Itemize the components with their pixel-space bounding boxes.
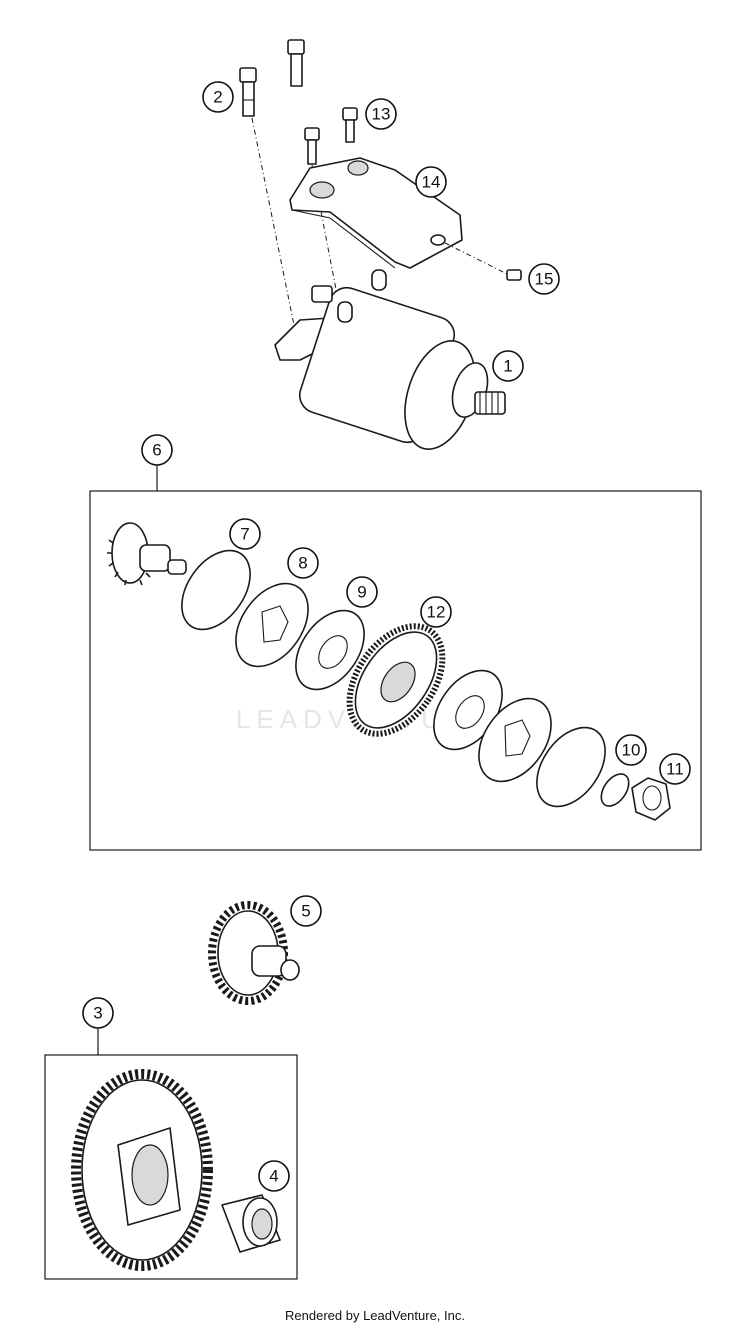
washer-part-7b[interactable] xyxy=(523,715,619,819)
idler-gear-part-5[interactable] xyxy=(208,901,300,1005)
starter-gear-part-3[interactable] xyxy=(71,1069,213,1271)
bolt-part-13b[interactable] xyxy=(304,127,320,165)
callout-4[interactable]: 4 xyxy=(258,1160,290,1192)
callout-15[interactable]: 15 xyxy=(528,263,560,295)
bolt-part-2b[interactable] xyxy=(287,39,305,87)
ring-part-10[interactable] xyxy=(596,769,635,811)
starter-motor-part-1[interactable] xyxy=(274,269,506,458)
group-box-6 xyxy=(89,490,702,851)
bolt-part-13[interactable] xyxy=(342,107,358,143)
svg-text:11: 11 xyxy=(666,760,684,779)
bolt-part-2[interactable] xyxy=(239,67,257,117)
svg-text:12: 12 xyxy=(427,603,446,622)
callout-1[interactable]: 1 xyxy=(492,350,524,382)
starter-motor-group xyxy=(239,39,522,458)
svg-text:7: 7 xyxy=(240,525,249,544)
svg-text:2: 2 xyxy=(213,88,222,107)
callout-9[interactable]: 9 xyxy=(346,576,378,608)
footer-credit: Rendered by LeadVenture, Inc. xyxy=(285,1308,465,1323)
svg-text:3: 3 xyxy=(93,1004,102,1023)
needle-bearing-part-4[interactable] xyxy=(221,1194,281,1253)
svg-text:15: 15 xyxy=(535,270,554,289)
svg-text:10: 10 xyxy=(622,741,641,760)
svg-text:14: 14 xyxy=(422,173,441,192)
svg-text:5: 5 xyxy=(301,902,310,921)
starter-drive-part[interactable] xyxy=(107,522,187,586)
callout-12[interactable]: 12 xyxy=(420,596,452,628)
callout-2[interactable]: 2 xyxy=(202,81,234,113)
svg-text:9: 9 xyxy=(357,583,366,602)
svg-text:4: 4 xyxy=(269,1167,278,1186)
callout-13[interactable]: 13 xyxy=(365,98,397,130)
svg-text:6: 6 xyxy=(152,441,161,460)
svg-text:1: 1 xyxy=(503,357,512,376)
callout-11[interactable]: 11 xyxy=(659,753,691,785)
callout-14[interactable]: 14 xyxy=(415,166,447,198)
washer-part-7[interactable] xyxy=(168,538,264,642)
washer-part-9[interactable] xyxy=(282,598,378,702)
callout-5[interactable]: 5 xyxy=(290,895,322,927)
svg-text:8: 8 xyxy=(298,554,307,573)
washer-part-8[interactable] xyxy=(221,570,323,680)
callout-7[interactable]: 7 xyxy=(229,518,261,550)
nut-part-11[interactable] xyxy=(631,777,671,821)
callout-6[interactable]: 6 xyxy=(141,434,173,466)
callout-10[interactable]: 10 xyxy=(615,734,647,766)
cover-part-14[interactable] xyxy=(289,157,463,269)
svg-text:13: 13 xyxy=(372,105,391,124)
screw-part-15[interactable] xyxy=(506,269,522,281)
group-box-3 xyxy=(44,1054,298,1280)
gear-part-12[interactable] xyxy=(330,609,461,751)
callout-3[interactable]: 3 xyxy=(82,997,114,1029)
washer-part-8b[interactable] xyxy=(464,685,566,795)
callout-8[interactable]: 8 xyxy=(287,547,319,579)
